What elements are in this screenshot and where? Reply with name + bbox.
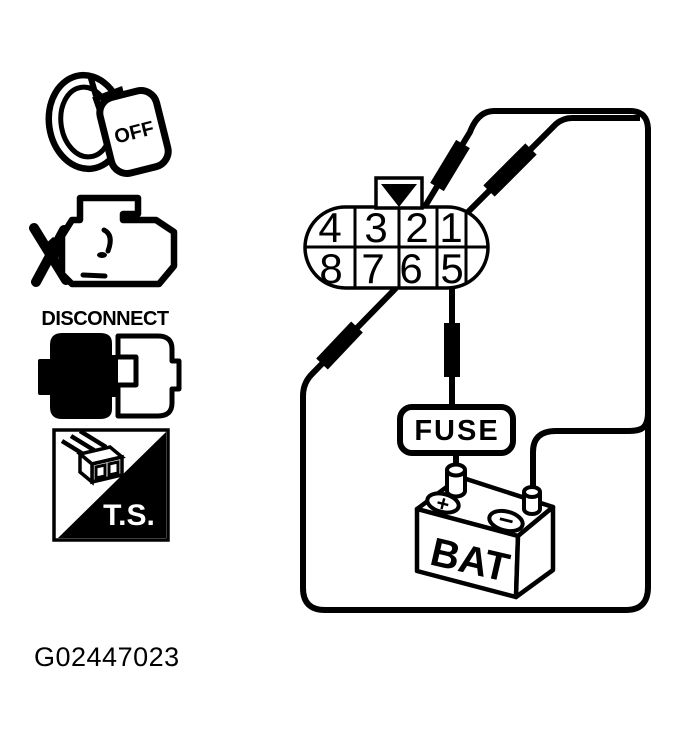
engine-icon (29, 194, 178, 288)
ts-black-triangle (58, 432, 166, 538)
splice-pin2-wire (430, 139, 470, 192)
wire-pin2-loop-to-pin6 (300, 108, 651, 613)
pin-4: 4 (318, 204, 341, 251)
fuse-box (397, 404, 516, 456)
probe-cavity-left (94, 463, 107, 480)
harness-wires (300, 108, 651, 613)
pin-7: 7 (361, 245, 384, 292)
pin-8: 8 (319, 245, 342, 292)
engine-detail-curve (101, 227, 113, 254)
battery-positive-post (445, 462, 467, 499)
minus-symbol: − (495, 504, 517, 537)
connector-grid (306, 207, 487, 288)
battery-right-face (513, 504, 556, 600)
key-slot-mark (87, 74, 99, 97)
splice-pin1-wire (483, 143, 537, 197)
pin-5: 5 (440, 245, 463, 292)
probe-box-side (78, 450, 94, 486)
pin-3: 3 (364, 204, 387, 251)
disconnect-label: DISCONNECT (41, 308, 169, 330)
connector-8pin: 4 3 2 1 8 7 6 5 (303, 176, 490, 292)
fuse-label: FUSE (414, 415, 499, 447)
connector-index-arrow (381, 184, 417, 207)
key-head (96, 87, 172, 177)
disconnect-icon: DISCONNECT (38, 308, 182, 419)
ts-label: T.S. (103, 499, 155, 532)
pin-1: 1 (439, 204, 462, 251)
wire-splices (316, 139, 537, 377)
battery-negative-cap: − (487, 504, 525, 537)
engine-detail-dot (97, 252, 107, 258)
connector-pin-numbers: 4 3 2 1 8 7 6 5 (318, 204, 463, 292)
fuse: FUSE (397, 404, 516, 456)
engine-body (58, 194, 178, 288)
engine-detail-dash (80, 272, 108, 279)
battery-negative-post (522, 485, 542, 516)
probe-connector-glyph (60, 429, 126, 486)
pin-2: 2 (405, 204, 428, 251)
disconnect-plug-right (115, 333, 182, 419)
probe-cavity-right (107, 460, 120, 477)
splice-pin6-wire (316, 321, 363, 370)
battery-positive-cap: + (425, 490, 461, 517)
plus-symbol: + (434, 490, 453, 517)
terminal-side-icon: T.S. (52, 428, 170, 542)
ignition-off-icon: OFF (45, 71, 172, 177)
disconnect-plug-left (38, 333, 118, 419)
figure-id-label: G02447023 (34, 642, 180, 672)
wire-pin1-merge (463, 115, 640, 217)
wire-branch-to-battery-negative (530, 411, 651, 493)
pin-6: 6 (399, 245, 422, 292)
